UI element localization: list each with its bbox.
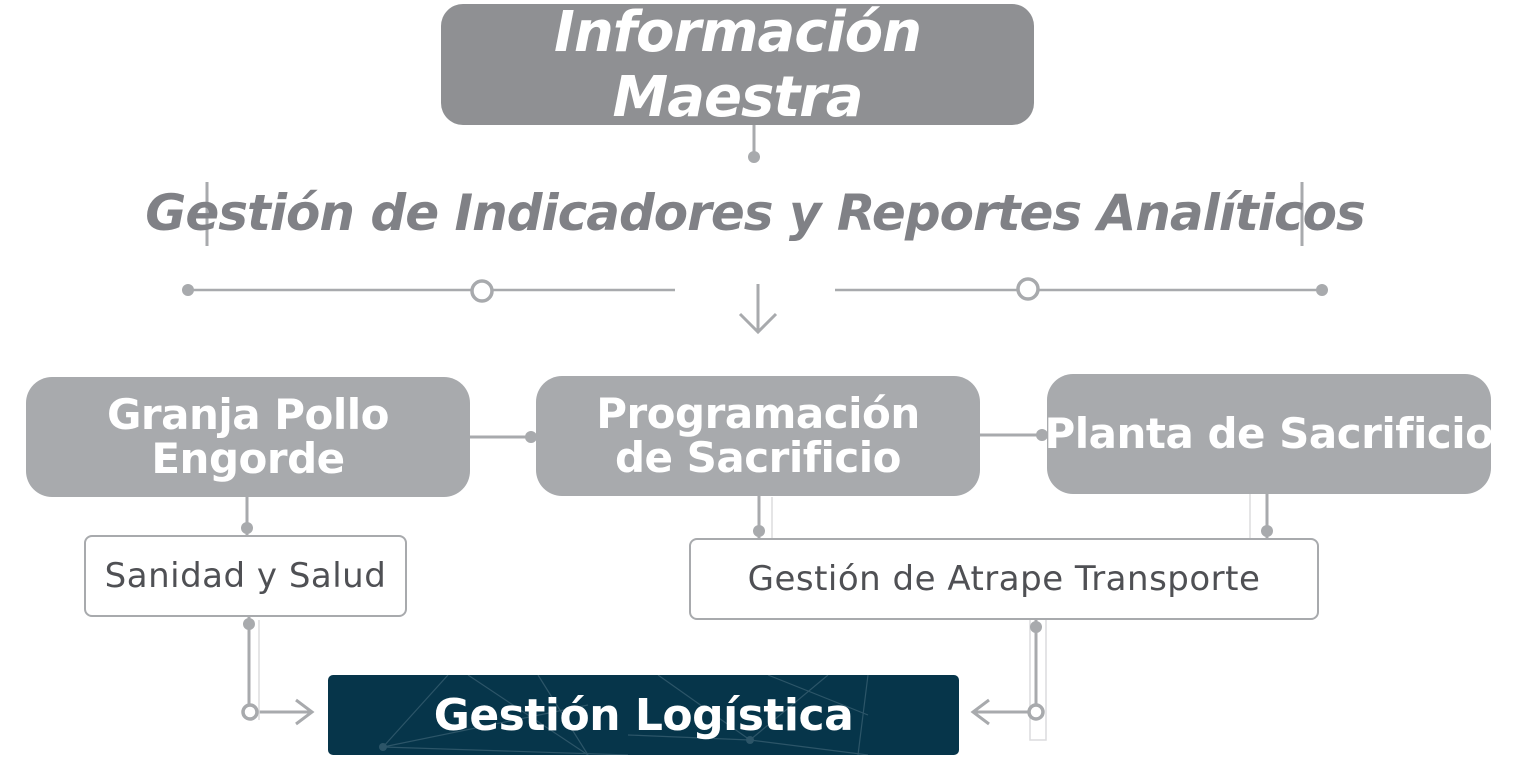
master-title: Información Maestra: [553, 0, 922, 130]
module-planta-sacrificio: Planta de Sacrificio: [1044, 374, 1494, 494]
logistics-output-box: Gestión Logística: [328, 675, 959, 755]
master-dot: [748, 151, 760, 163]
logistics-label: Gestión Logística: [433, 689, 854, 741]
timeline-ring-right: [1016, 277, 1040, 301]
module-label: Planta de Sacrificio: [1044, 409, 1494, 458]
atrape-to-logistics: [973, 620, 1038, 714]
module-label: Granja Pollo Engorde: [106, 390, 390, 483]
module-label: Programación de Sacrificio: [596, 389, 920, 482]
module-programacion-sacrificio: Programación de Sacrificio: [536, 376, 980, 496]
master-info-box: Información Maestra: [441, 0, 1034, 130]
network-pattern-icon: [379, 675, 869, 755]
analytics-subtitle: Gestión de Indicadores y Reportes Analít…: [145, 184, 1365, 242]
arrow-down-icon: [738, 284, 778, 335]
timeline-ring-left: [470, 279, 494, 303]
module-granja-pollo-engorde: Granja Pollo Engorde: [26, 377, 470, 497]
submodule-sanidad-salud: Sanidad y Salud: [84, 535, 407, 617]
submodule-atrape-transporte: Gestión de Atrape Transporte: [689, 538, 1319, 620]
submodule-label: Gestión de Atrape Transporte: [747, 559, 1261, 599]
submodule-label: Sanidad y Salud: [104, 556, 387, 596]
